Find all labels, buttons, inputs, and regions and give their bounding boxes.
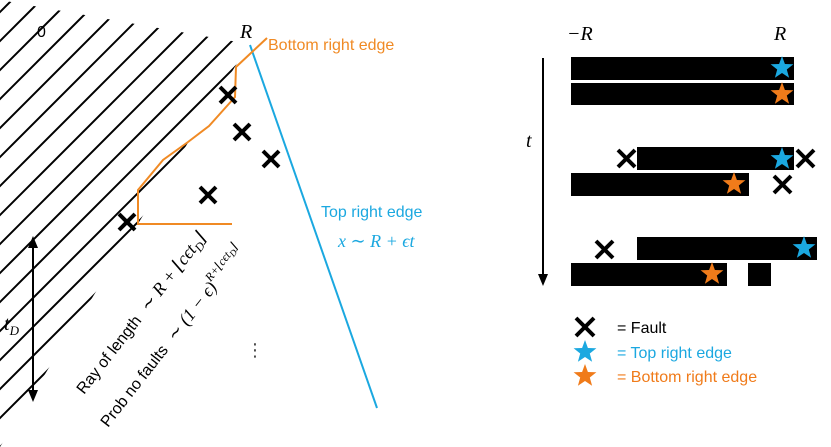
fault-icon (232, 122, 252, 142)
bottom-right-edge-star-icon (722, 172, 746, 194)
fault-icon (795, 148, 816, 169)
bottom-right-edge-star-icon (770, 82, 794, 104)
hatch-line (173, 0, 249, 447)
hatch-line (0, 0, 100, 447)
hatch-line (0, 0, 71, 447)
top-right-edge-label: Top right edge (321, 204, 423, 221)
fault-icon (117, 212, 137, 232)
legend-bottom-star-icon (573, 364, 597, 386)
fault-icon (198, 185, 218, 205)
fault-icon (772, 174, 793, 195)
top-right-edge-star-icon (770, 56, 794, 78)
bar (637, 147, 794, 170)
edge-stars (700, 56, 816, 284)
star-icon (573, 340, 597, 362)
hatch-line (0, 0, 245, 447)
fault-icon (594, 239, 615, 260)
top-right-edge-line (249, 44, 378, 409)
top-right-edge-formula: x ∼ R + ϵt (337, 231, 415, 251)
hatch-line (0, 0, 187, 447)
ellipsis: ⋮ (246, 340, 264, 360)
t-arrow (538, 58, 548, 286)
bars (571, 57, 817, 286)
fault-icon (218, 85, 238, 105)
star-icon (573, 364, 597, 386)
hatch-line (0, 0, 249, 447)
bottom-right-edge-star-icon (700, 262, 724, 284)
label-R-left: R (239, 21, 252, 43)
legend-fault-icon (574, 316, 596, 338)
hatch-line (0, 0, 249, 447)
bar (571, 263, 727, 286)
legend-top-star-icon (573, 340, 597, 362)
hatch-line (0, 0, 158, 447)
fault-icon (616, 148, 637, 169)
bar (748, 263, 771, 286)
label-R-right: R (773, 23, 786, 45)
bar (571, 83, 794, 105)
top-right-edge-star-icon (770, 147, 794, 169)
bar (637, 237, 817, 260)
legend-bottom-right-edge-label: = Bottom right edge (617, 369, 757, 386)
top-right-edge-star-icon (792, 236, 816, 258)
fault-markers-left (117, 85, 281, 232)
bar (571, 173, 749, 196)
bar (571, 57, 794, 80)
bottom-right-edge-label: Bottom right edge (268, 37, 394, 54)
bottom-right-edge-line (137, 37, 268, 225)
legend: = Fault = Top right edge = Bottom right … (573, 316, 757, 386)
hatch-line (0, 0, 129, 447)
label-zero: 0 (37, 24, 46, 41)
label-minus-R: −R (567, 23, 593, 45)
t-D-label: tD (4, 313, 20, 338)
hatch-line (0, 0, 216, 447)
hatch-line (0, 0, 249, 447)
hatch-line (812, 0, 831, 447)
legend-top-right-edge-label: = Top right edge (617, 345, 732, 362)
t-D-arrow (28, 236, 38, 402)
fault-markers-right (594, 148, 816, 260)
hatch-line (0, 0, 249, 447)
label-t: t (526, 130, 532, 152)
legend-fault-label: = Fault (617, 320, 667, 337)
fault-icon (261, 149, 281, 169)
